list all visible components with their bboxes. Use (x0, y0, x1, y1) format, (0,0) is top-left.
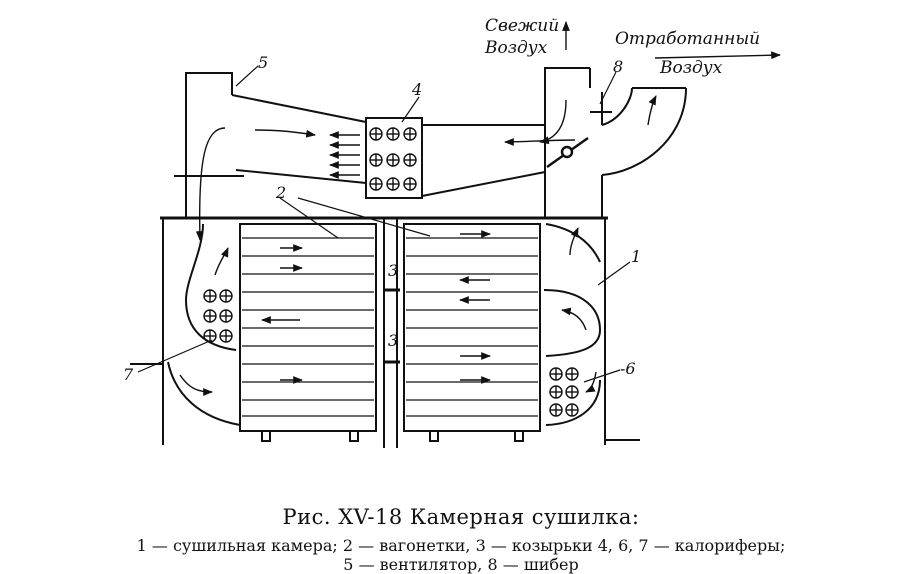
label-8: 8 (613, 57, 623, 76)
label-3-bottom: 3 (388, 331, 398, 350)
label-6: -6 (620, 359, 636, 378)
figure-legend-line-2: 5 — вентилятор, 8 — шибер (343, 555, 579, 574)
heater-7 (167, 223, 241, 426)
figure-legend-line-1: 1 — сушильная камера; 2 — вагонетки, 3 —… (136, 536, 786, 555)
fresh-air-label-1: Свежий (485, 16, 559, 36)
heater-4 (369, 127, 417, 191)
damper-8 (546, 136, 589, 169)
leader-lines (137, 65, 631, 383)
label-3-top: 3 (388, 261, 398, 280)
label-5: 5 (258, 53, 268, 72)
label-7: 7 (123, 365, 134, 384)
fresh-air-label-2: Воздух (484, 38, 548, 58)
heater-6 (543, 223, 602, 426)
label-2: 2 (275, 183, 286, 202)
label-1: 1 (631, 247, 641, 266)
drying-chamber-diagram: 5 4 2 8 3 3 1 -6 7 Свежий Воздух Отработ… (123, 16, 781, 448)
figure-caption-title: Рис. XV-18 Камерная сушилка: (282, 505, 640, 529)
exhaust-air-label-1: Отработанный (615, 29, 760, 49)
airflow-arrows (179, 21, 781, 396)
central-partition (383, 218, 400, 448)
exhaust-air-label-2: Воздух (659, 58, 723, 78)
left-cart (239, 223, 377, 442)
air-box (544, 67, 687, 218)
right-cart (403, 223, 541, 442)
label-4: 4 (411, 80, 422, 99)
